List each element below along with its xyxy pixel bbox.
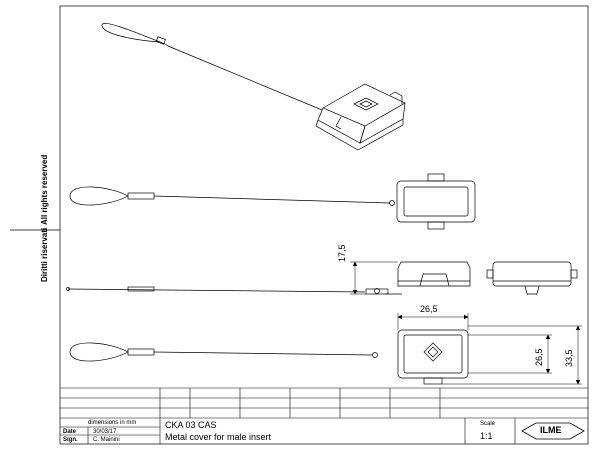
side-cable: [67, 288, 366, 293]
title-block-grid: [60, 387, 588, 444]
dim-height-outer: 33,5: [564, 349, 574, 367]
side-view: [66, 261, 578, 295]
sign-label: Sign.: [63, 437, 78, 443]
dim-height-side: 17,5: [337, 244, 347, 262]
end-view-outline: [492, 261, 572, 287]
ilme-logo-icon: [521, 422, 585, 440]
rights-reserved-label: All rights reserved: [40, 154, 49, 225]
drawing-frame: [59, 5, 589, 445]
iso-loop: [101, 23, 161, 43]
scale-label: Scale: [480, 421, 496, 427]
top-cable: [153, 195, 391, 204]
part-description: Metal cover for male insert: [165, 432, 272, 442]
sign-value: C. Mainini: [93, 437, 120, 443]
dim-width-top: 26,5: [420, 304, 438, 314]
iso-cable: [167, 45, 323, 111]
part-code: CKA 03 CAS: [165, 420, 217, 430]
date-value: 30/03/17: [93, 429, 117, 435]
dim-height-inner: 26,5: [534, 348, 544, 366]
scale-value: 1:1: [480, 431, 493, 441]
units-note: dimensions in mm: [88, 420, 137, 426]
ilme-logo-text: ILME: [540, 425, 562, 435]
date-label: Date: [63, 429, 77, 435]
front-cover-outline: [397, 329, 469, 379]
front-cable: [153, 351, 373, 356]
front-loop: [69, 342, 129, 362]
front-view: [69, 329, 469, 385]
diritti-riservati-label: Diritti riservati: [40, 227, 49, 282]
iso-emblem-icon: [353, 97, 379, 111]
front-emblem-icon: [423, 342, 443, 362]
iso-cover-top: [322, 83, 406, 127]
side-cover-outline: [397, 261, 471, 287]
top-loop: [69, 186, 129, 206]
top-view: [69, 173, 476, 230]
dimension-lines: [350, 261, 582, 385]
isometric-view: [101, 23, 406, 151]
